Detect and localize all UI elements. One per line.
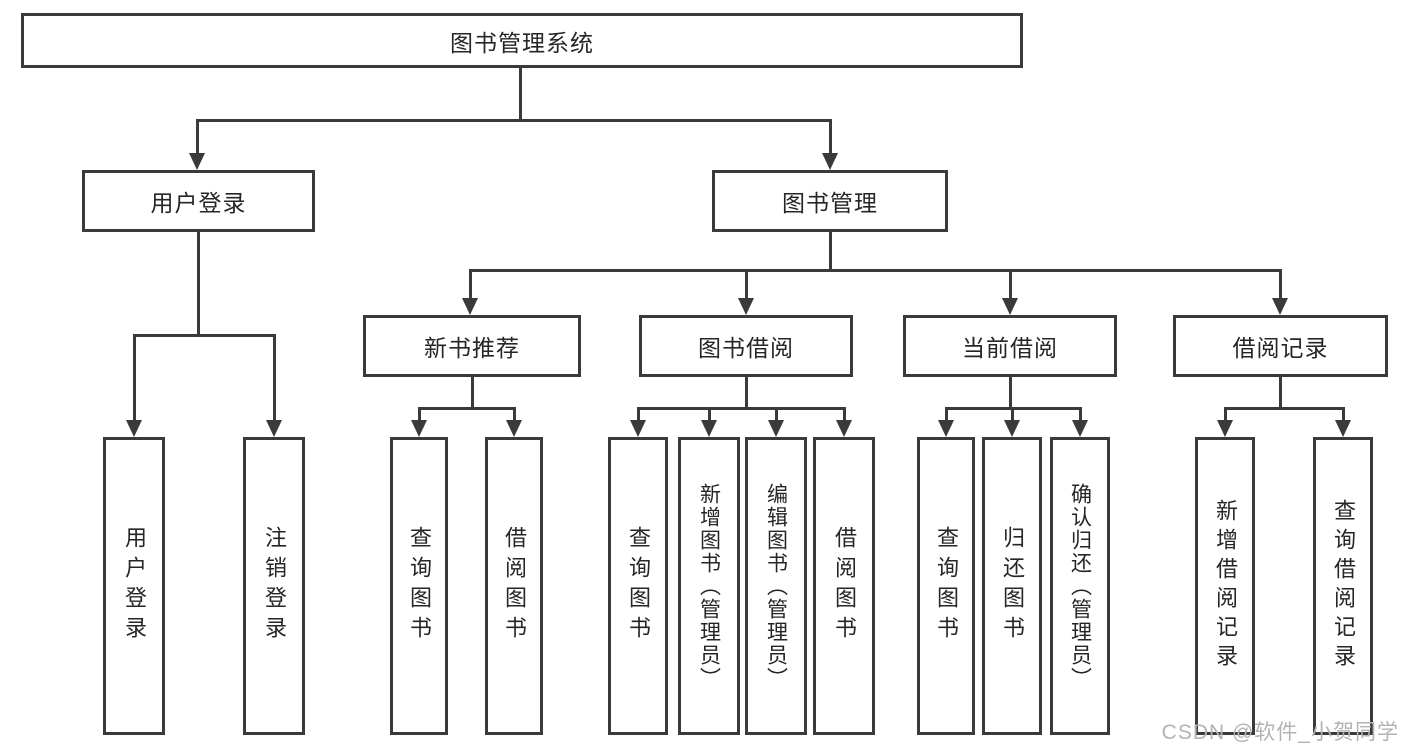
node-book-management: 图书管理 [712,170,948,232]
connector-vline [745,377,748,409]
arrowhead-down-icon [1002,298,1018,315]
arrowhead-down-icon [266,420,282,437]
arrowhead-down-icon [836,420,852,437]
connector-hline [637,407,846,410]
node-label: 编辑图书（管理员） [764,482,788,690]
connector-vline [196,119,199,155]
arrowhead-down-icon [1217,420,1233,437]
connector-hline [469,269,1282,272]
node-leaf-confirm-return-admin: 确认归还（管理员） [1050,437,1110,735]
node-leaf-logout: 注销登录 [243,437,305,735]
node-label: 归还图书 [1000,526,1025,646]
node-leaf-query-books-borrow: 查询图书 [608,437,668,735]
connector-vline [1342,407,1345,423]
node-label: 新增借阅记录 [1213,499,1238,673]
arrowhead-down-icon [768,420,784,437]
node-leaf-query-books-current: 查询图书 [917,437,975,735]
connector-hline [1224,407,1345,410]
node-root-label: 图书管理系统 [450,29,594,56]
connector-vline [775,407,778,423]
node-borrow-records: 借阅记录 [1173,315,1388,377]
node-current-borrow: 当前借阅 [903,315,1117,377]
arrowhead-down-icon [1072,420,1088,437]
connector-hline [418,407,516,410]
connector-vline [1279,377,1282,409]
node-label: 当前借阅 [962,335,1058,361]
arrowhead-down-icon [1335,420,1351,437]
connector-vline [708,407,711,423]
node-leaf-query-books-recommend: 查询图书 [390,437,448,735]
watermark: CSDN @软件_小贺同学 [1161,721,1399,744]
connector-vline [471,377,474,409]
connector-vline [1079,407,1082,423]
node-label: 查询图书 [934,526,959,646]
node-label: 图书管理 [782,190,878,216]
connector-vline [829,119,832,155]
connector-hline [133,334,275,337]
node-leaf-add-books-admin: 新增图书（管理员） [678,437,740,735]
node-label: 查询借阅记录 [1331,499,1356,673]
arrowhead-down-icon [701,420,717,437]
arrowhead-down-icon [738,298,754,315]
node-leaf-borrow-books-recommend: 借阅图书 [485,437,543,735]
connector-vline [843,407,846,423]
node-label: 新增图书（管理员） [697,482,721,690]
connector-vline [945,407,948,423]
connector-vline [637,407,640,423]
node-label: 用户登录 [122,526,147,646]
connector-vline [133,334,136,422]
arrowhead-down-icon [1272,298,1288,315]
arrowhead-down-icon [630,420,646,437]
node-label: 注销登录 [262,526,287,646]
arrowhead-down-icon [411,420,427,437]
node-leaf-user-login: 用户登录 [103,437,165,735]
arrowhead-down-icon [506,420,522,437]
node-label: 用户登录 [150,190,247,216]
arrowhead-down-icon [938,420,954,437]
node-book-borrow: 图书借阅 [639,315,853,377]
node-leaf-edit-books-admin: 编辑图书（管理员） [745,437,807,735]
arrowhead-down-icon [822,153,838,170]
node-label: 查询图书 [407,526,432,646]
node-root: 图书管理系统 [21,13,1023,68]
connector-vline [1011,407,1014,423]
connector-vline [197,232,200,337]
node-leaf-return-books: 归还图书 [982,437,1042,735]
connector-vline [1279,269,1282,302]
arrowhead-down-icon [462,298,478,315]
connector-vline [1009,377,1012,409]
node-label: 确认归还（管理员） [1068,482,1092,690]
connector-vline [513,407,516,423]
node-leaf-borrow-books: 借阅图书 [813,437,875,735]
arrowhead-down-icon [189,153,205,170]
node-label: 图书借阅 [698,335,794,361]
node-user-login: 用户登录 [82,170,315,232]
connector-vline [418,407,421,423]
node-new-book-recommend: 新书推荐 [363,315,581,377]
connector-vline [273,334,276,422]
connector-vline [1009,269,1012,302]
node-label: 新书推荐 [424,335,520,361]
arrowhead-down-icon [1004,420,1020,437]
connector-vline [469,269,472,302]
node-label: 借阅图书 [832,526,857,646]
node-label: 借阅记录 [1232,335,1329,361]
connector-hline [196,119,832,122]
connector-vline [519,67,522,122]
node-label: 查询图书 [626,526,651,646]
connector-vline [829,232,832,272]
connector-vline [1224,407,1227,423]
connector-vline [745,269,748,302]
arrowhead-down-icon [126,420,142,437]
node-leaf-query-borrow-record: 查询借阅记录 [1313,437,1373,735]
node-leaf-add-borrow-record: 新增借阅记录 [1195,437,1255,735]
node-label: 借阅图书 [502,526,527,646]
